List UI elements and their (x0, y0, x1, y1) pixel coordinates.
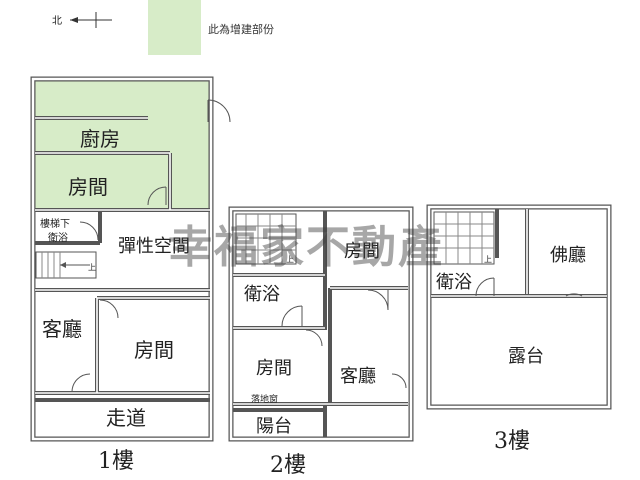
floor1-living-room-label: 客廳 (42, 317, 82, 341)
floor3-doors (475, 277, 583, 297)
floor1-stair: 上 (35, 251, 97, 279)
floor2-stair-mark: 上 (286, 255, 294, 264)
floor1-under-stairs-bath-label: 衛浴 (48, 231, 68, 244)
addition-legend-text: 此為增建部份 (208, 22, 274, 36)
floor1-kitchen-label: 廚房 (80, 127, 120, 151)
floor-2: 上 衛浴 房間 房間 客廳 落地窗 陽台 2樓 (228, 206, 414, 478)
addition-swatch (148, 0, 201, 55)
floor2-balcony-label: 陽台 (256, 416, 292, 437)
floor2-doors (281, 289, 407, 389)
floor2-bedroom-lower-label: 房間 (256, 358, 292, 379)
floor2-stair: 上 (235, 213, 297, 265)
floor3-buddha-hall-label: 佛廳 (550, 245, 586, 266)
legend: 北 此為增建部份 (52, 0, 274, 55)
floor3-stair: 上 (433, 211, 495, 265)
floor3-stair-mark: 上 (484, 255, 492, 264)
floor1-label: 1樓 (98, 449, 134, 474)
floor2-french-window-label: 落地窗 (251, 393, 278, 405)
floor2-living-room-label: 客廳 (340, 366, 376, 387)
floor1-bedroom-label: 房間 (134, 338, 174, 362)
floor2-label: 2樓 (270, 453, 306, 478)
floor3-terrace-label: 露台 (508, 346, 544, 367)
floor2-bedroom-upper-label: 房間 (344, 241, 380, 262)
floor1-under-stairs-label: 樓梯下 (40, 217, 70, 230)
floor1-bedroom-top-label: 房間 (68, 175, 108, 199)
floor3-bathroom-label: 衛浴 (436, 272, 472, 293)
floor1-doors (71, 99, 231, 393)
north-label: 北 (52, 15, 62, 27)
floor1-corridor-label: 走道 (106, 406, 146, 430)
floor3-label: 3樓 (494, 429, 530, 454)
north-arrow-icon (70, 12, 112, 28)
floor1-stair-mark: 上 (88, 263, 96, 272)
floor-3: 上 衛浴 佛廳 露台 3樓 (426, 204, 612, 454)
floor-1: 上 廚房 房間 樓梯下 衛浴 彈性空間 客廳 房間 走道 1樓 (30, 76, 231, 474)
watermark: 幸福家不動產 (168, 222, 444, 273)
floor2-bathroom-label: 衛浴 (244, 284, 280, 305)
floor1-flex-room-label: 彈性空間 (118, 236, 190, 257)
addition-area (34, 80, 210, 210)
